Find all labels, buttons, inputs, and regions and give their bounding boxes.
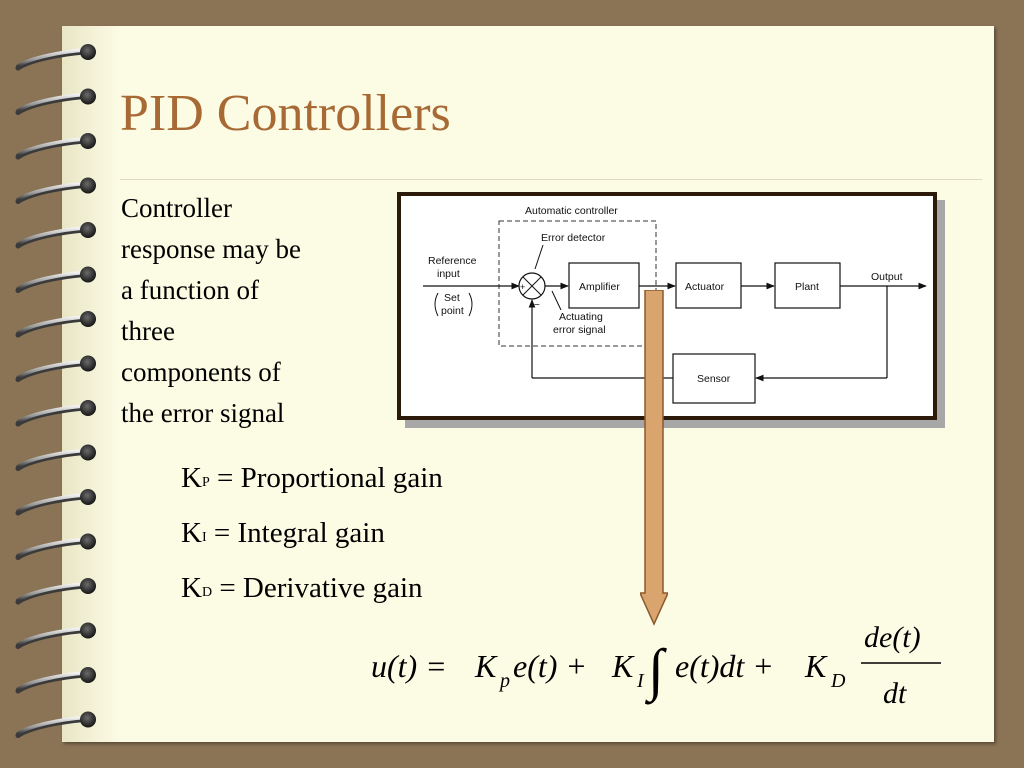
binding-ring	[15, 622, 96, 649]
binding-ring	[15, 400, 96, 427]
formula-ki: K	[611, 648, 635, 684]
plus-sign: +	[520, 282, 525, 292]
binding-ring	[15, 578, 96, 605]
error-detector-pointer	[534, 244, 544, 270]
block-diagram-svg: Automatic controller Error detector Refe…	[423, 205, 927, 404]
formula-lhs: u(t) =	[371, 648, 447, 684]
output-label: Output	[871, 271, 903, 283]
pid-formula: u(t) = K p e(t) + K I ∫ e(t)dt + K D de(…	[371, 621, 941, 710]
set-point-paren-right	[468, 292, 473, 317]
actuator-label: Actuator	[685, 281, 725, 293]
sensor-label: Sensor	[697, 373, 731, 385]
intro-line: three	[121, 316, 175, 346]
formula-numerator: de(t)	[864, 621, 921, 654]
formula-kp: K	[474, 648, 498, 684]
formula-kp-sub: p	[498, 670, 510, 692]
binding-ring	[15, 444, 96, 471]
reference-input-label-2: input	[437, 268, 460, 280]
binding-ring	[15, 177, 96, 204]
intro-line: response may be	[121, 234, 301, 264]
title-divider	[120, 179, 982, 180]
actuating-error-label: Actuating	[559, 311, 603, 323]
automatic-controller-box	[498, 220, 657, 347]
plant-block	[774, 262, 841, 309]
plant-label: Plant	[795, 281, 819, 293]
error-detector-label: Error detector	[541, 232, 606, 244]
binding-ring	[15, 88, 96, 115]
binding-ring	[15, 667, 96, 694]
binding-ring	[15, 355, 96, 382]
intro-line: components of	[121, 357, 281, 387]
actuating-error-label-2: error signal	[553, 324, 606, 336]
formula-denominator: dt	[883, 677, 907, 710]
intro-line: a function of	[121, 275, 259, 305]
binding-ring	[15, 266, 96, 293]
set-point-label: Set	[444, 292, 460, 304]
actuating-error-pointer	[551, 290, 562, 311]
down-arrow-pointer	[640, 290, 668, 626]
gain-proportional: KP = Proportional gain	[181, 462, 443, 494]
block-diagram: Automatic controller Error detector Refe…	[397, 192, 937, 420]
gain-integral: KI = Integral gain	[181, 517, 385, 549]
minus-sign: −	[534, 300, 540, 311]
binding-ring	[15, 44, 96, 71]
formula-kd: K	[804, 648, 828, 684]
spiral-binding	[15, 44, 96, 738]
binding-ring	[15, 222, 96, 249]
automatic-controller-label: Automatic controller	[525, 205, 618, 217]
binding-ring	[15, 311, 96, 338]
formula-term1: e(t) +	[513, 648, 587, 684]
intro-line: the error signal	[121, 398, 285, 428]
set-point-paren-left	[434, 292, 439, 317]
gain-derivative: KD = Derivative gain	[181, 572, 423, 604]
set-point-label-2: point	[441, 305, 464, 317]
formula-term2: e(t)dt +	[675, 648, 774, 684]
binding-ring	[15, 133, 96, 160]
amplifier-label: Amplifier	[579, 281, 620, 293]
intro-line: Controller	[121, 193, 232, 223]
binding-ring	[15, 533, 96, 560]
formula-kd-sub: D	[830, 670, 846, 692]
intro-text: Controller response may be a function of…	[121, 188, 371, 434]
sensor-block	[672, 353, 756, 404]
binding-ring	[15, 711, 96, 738]
integral-sign: ∫	[644, 637, 667, 705]
slide-title: PID Controllers	[120, 85, 451, 142]
reference-input-label: Reference	[428, 255, 477, 267]
formula-ki-sub: I	[636, 670, 645, 692]
binding-ring	[15, 489, 96, 516]
actuator-block	[675, 262, 742, 309]
amplifier-block	[568, 262, 640, 309]
